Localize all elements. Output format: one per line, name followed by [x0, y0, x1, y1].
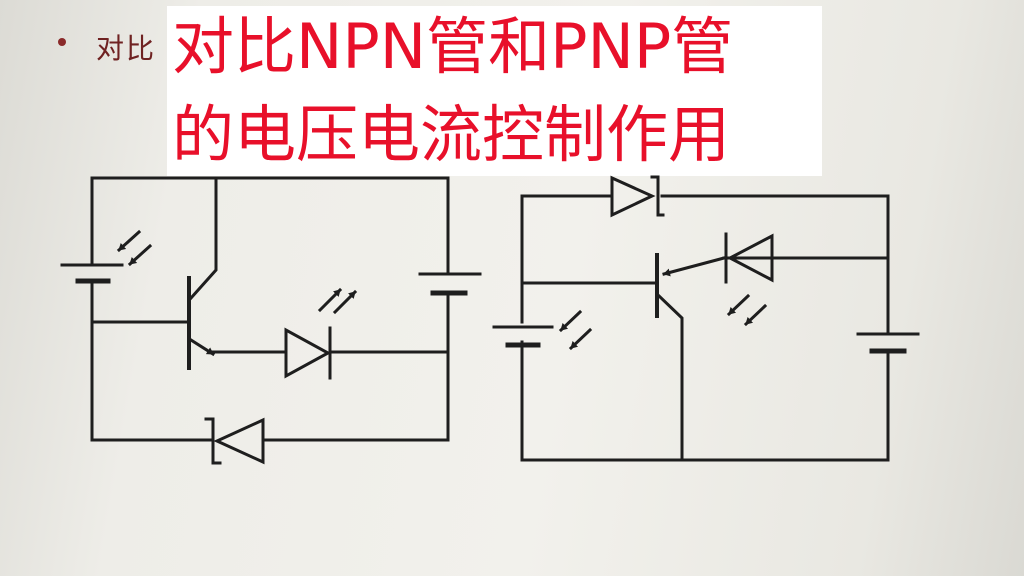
- title-line-2: 的电压电流控制作用: [172, 98, 731, 171]
- bullet-text: 对比: [96, 32, 157, 65]
- pnp-wire-collector: [659, 296, 682, 460]
- title-line-1: 对比NPN管和PNP管: [172, 10, 734, 83]
- npn-led: [286, 290, 355, 378]
- npn-wire-collector: [191, 178, 216, 298]
- title-banner: [167, 6, 822, 176]
- bullet-dot: [58, 38, 66, 46]
- npn-battery-right: [420, 274, 480, 293]
- pnp-circuit: [494, 177, 918, 460]
- npn-transistor: [189, 278, 213, 368]
- npn-zener-diode: [206, 419, 263, 463]
- npn-circuit: [62, 178, 480, 463]
- pnp-battery-right: [858, 334, 918, 351]
- npn-battery-left: [62, 265, 122, 281]
- pnp-diode: [726, 234, 772, 282]
- pnp-zener-diode: [612, 177, 663, 215]
- pnp-battery-left: [494, 327, 552, 345]
- npn-light-arrows-in: [119, 232, 150, 264]
- pnp-light-arrows-right: [729, 296, 765, 324]
- pnp-light-arrows-left: [561, 312, 590, 348]
- pnp-transistor: [657, 255, 724, 316]
